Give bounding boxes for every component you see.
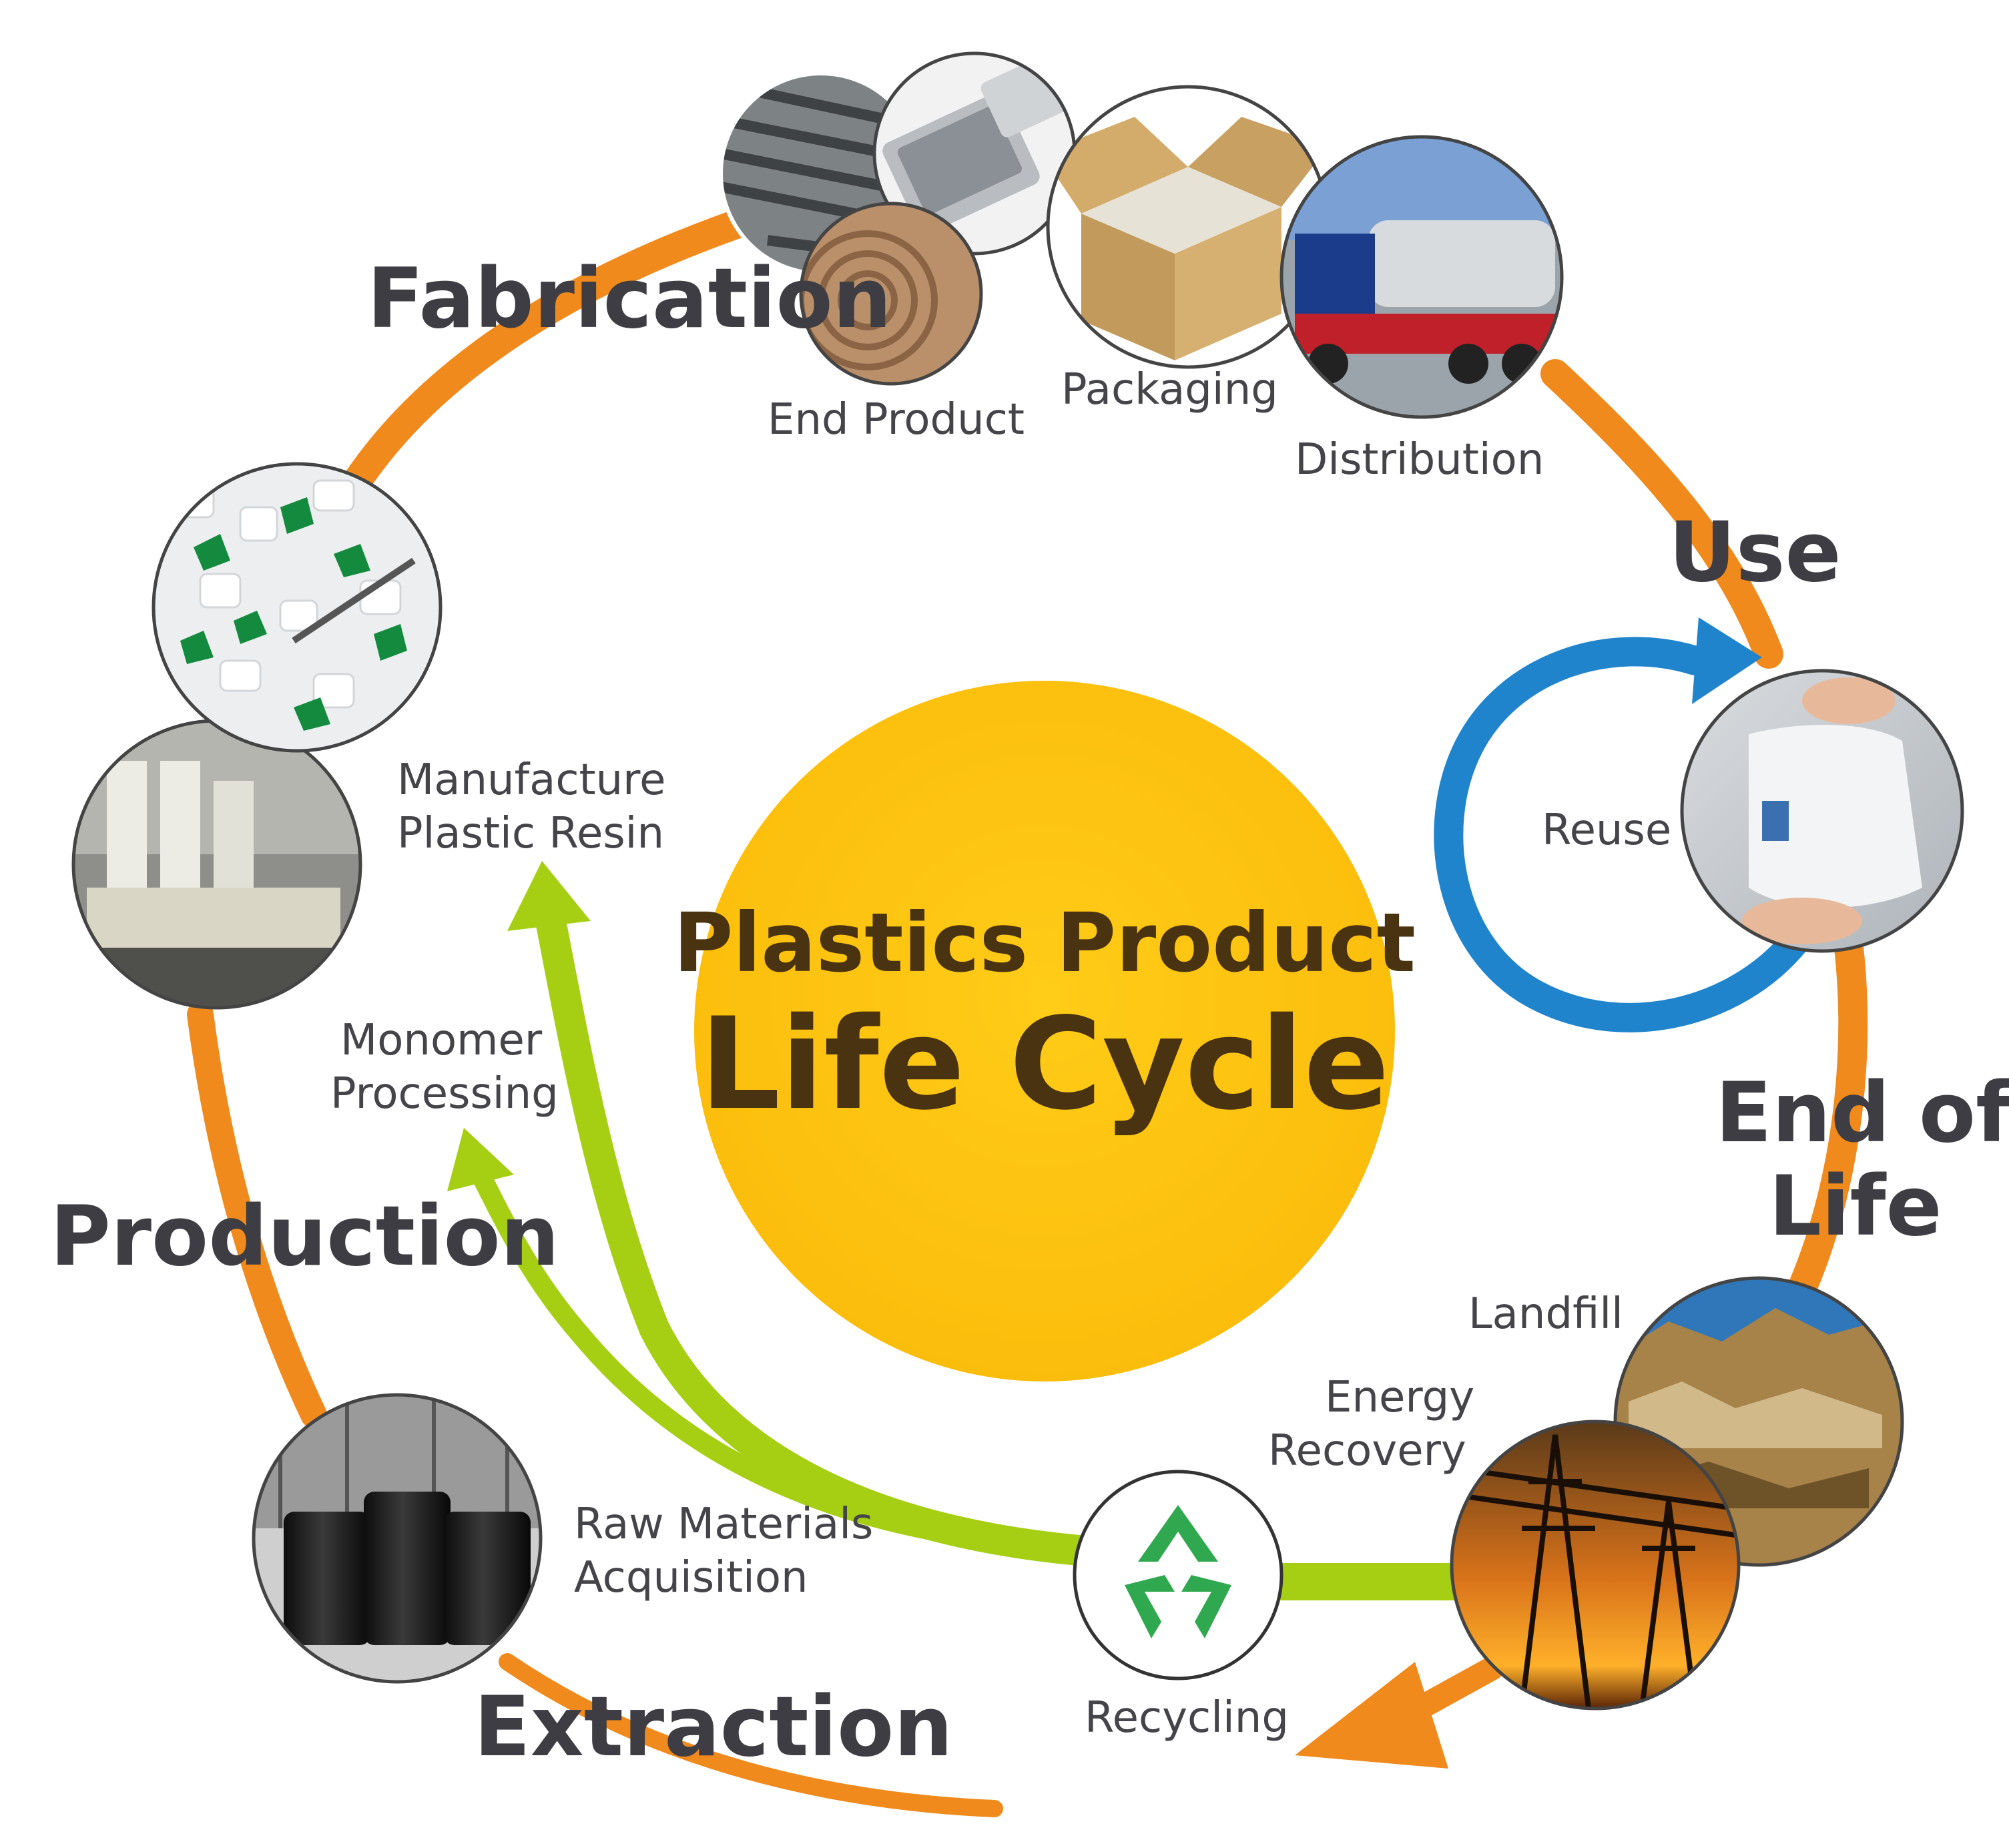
step-label-distribution: Distribution — [1295, 435, 1544, 485]
green-arrowhead-monomer — [447, 1128, 514, 1191]
step-label-resin-2: Plastic Resin — [397, 809, 664, 858]
step-label-reuse: Reuse — [1542, 806, 1671, 855]
step-label-monomer-2: Processing — [330, 1069, 559, 1119]
step-label-end-product: End Product — [768, 395, 1025, 444]
ring-segment-production — [187, 1001, 327, 1428]
recycling-symbol-photo — [1073, 1470, 1283, 1680]
plastic-resin-pellets-photo — [152, 462, 443, 753]
stage-label-end-of-life-1: End of — [1715, 1065, 2009, 1161]
step-label-landfill: Landfill — [1468, 1289, 1623, 1339]
step-label-raw-materials-2: Acquisition — [574, 1553, 808, 1602]
raw-materials-barrels-photo — [252, 1393, 543, 1684]
stage-label-use: Use — [1669, 505, 1841, 601]
reuse-bag-photo — [1680, 669, 1964, 953]
center-circle — [694, 681, 1395, 1381]
center-title-line2: Life Cycle — [699, 990, 1390, 1138]
reuse-loop — [1434, 637, 1810, 1032]
step-label-raw-materials-1: Raw Materials — [574, 1500, 873, 1549]
step-label-monomer-1: Monomer — [340, 1016, 543, 1065]
recycling-arrows — [471, 906, 1474, 1600]
step-label-packaging: Packaging — [1061, 365, 1278, 414]
energy-recovery-photo — [1450, 1420, 1741, 1711]
recycle-arrow-to-monomer — [471, 1165, 1051, 1555]
step-label-energy-recovery-1: Energy — [1325, 1373, 1474, 1422]
distribution-truck-photo — [1279, 135, 1564, 419]
cycle-ring — [187, 206, 1868, 1817]
stage-label-production: Production — [50, 1189, 559, 1285]
packaging-box-photo — [1046, 85, 1330, 369]
step-label-recycling: Recycling — [1085, 1693, 1289, 1743]
ring-segment-extraction — [499, 1653, 1003, 1817]
step-label-energy-recovery-2: Recovery — [1268, 1426, 1466, 1476]
step-label-resin-1: Manufacture — [397, 755, 665, 805]
ring-segment-end-of-life — [1787, 933, 1868, 1303]
monomer-processing-refinery-photo — [71, 719, 362, 1010]
ring-segment-fabrication — [322, 206, 762, 529]
ring-arrowhead — [1295, 1662, 1448, 1769]
stage-label-end-of-life-2: Life — [1769, 1159, 1942, 1255]
reuse-arrowhead — [1692, 617, 1762, 704]
center-title-line1: Plastics Product — [673, 896, 1416, 990]
green-arrowhead-resin — [507, 861, 591, 931]
stage-label-extraction: Extraction — [474, 1679, 953, 1775]
ring-segment-use — [1540, 359, 1783, 669]
end-product-rope-photo — [799, 202, 983, 386]
end-product-phone-photo — [872, 51, 1077, 256]
stage-label-fabrication: Fabrication — [367, 251, 892, 347]
